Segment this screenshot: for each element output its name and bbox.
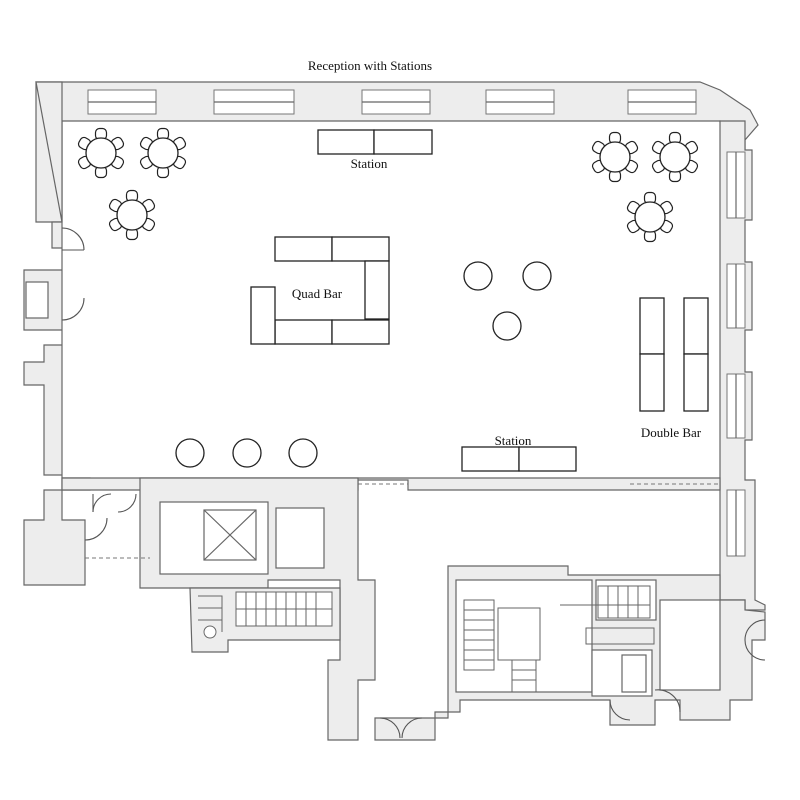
round-tables [77, 127, 699, 243]
west-column [25, 281, 49, 319]
round-table-top [634, 201, 666, 233]
service-room [275, 507, 325, 569]
highboy-tables [175, 261, 552, 468]
highboy-table [288, 438, 318, 468]
quad-bar [250, 236, 390, 345]
round-table [77, 127, 125, 179]
double-bar-label: Double Bar [641, 425, 702, 440]
southeast-landing [595, 579, 657, 621]
highboy-table [522, 261, 552, 291]
west-stair [198, 591, 333, 639]
round-table-top [116, 199, 148, 231]
station-top [317, 129, 433, 155]
round-table-top [147, 137, 179, 169]
highboy-table [232, 438, 262, 468]
highboy-table [492, 311, 522, 341]
southeast-stair-hall [455, 579, 593, 693]
quad-bar-label: Quad Bar [292, 286, 343, 301]
highboy-table [463, 261, 493, 291]
round-table [626, 191, 674, 243]
round-table [108, 189, 156, 241]
doors [61, 227, 766, 739]
highboy-table [175, 438, 205, 468]
round-table [651, 131, 699, 183]
southeast-stair [463, 585, 655, 693]
station-bottom-label: Station [495, 433, 532, 448]
round-table-top [659, 141, 691, 173]
west-wall [23, 81, 91, 586]
round-table [591, 131, 639, 183]
round-table-top [85, 137, 117, 169]
station-bottom [461, 446, 577, 472]
southeast-room [659, 599, 721, 691]
building-walls [23, 81, 766, 741]
station-top-label: Station [351, 156, 388, 171]
round-table [139, 127, 187, 179]
round-table-top [599, 141, 631, 173]
double-bar [639, 297, 709, 412]
plan-title: Reception with Stations [308, 58, 432, 73]
